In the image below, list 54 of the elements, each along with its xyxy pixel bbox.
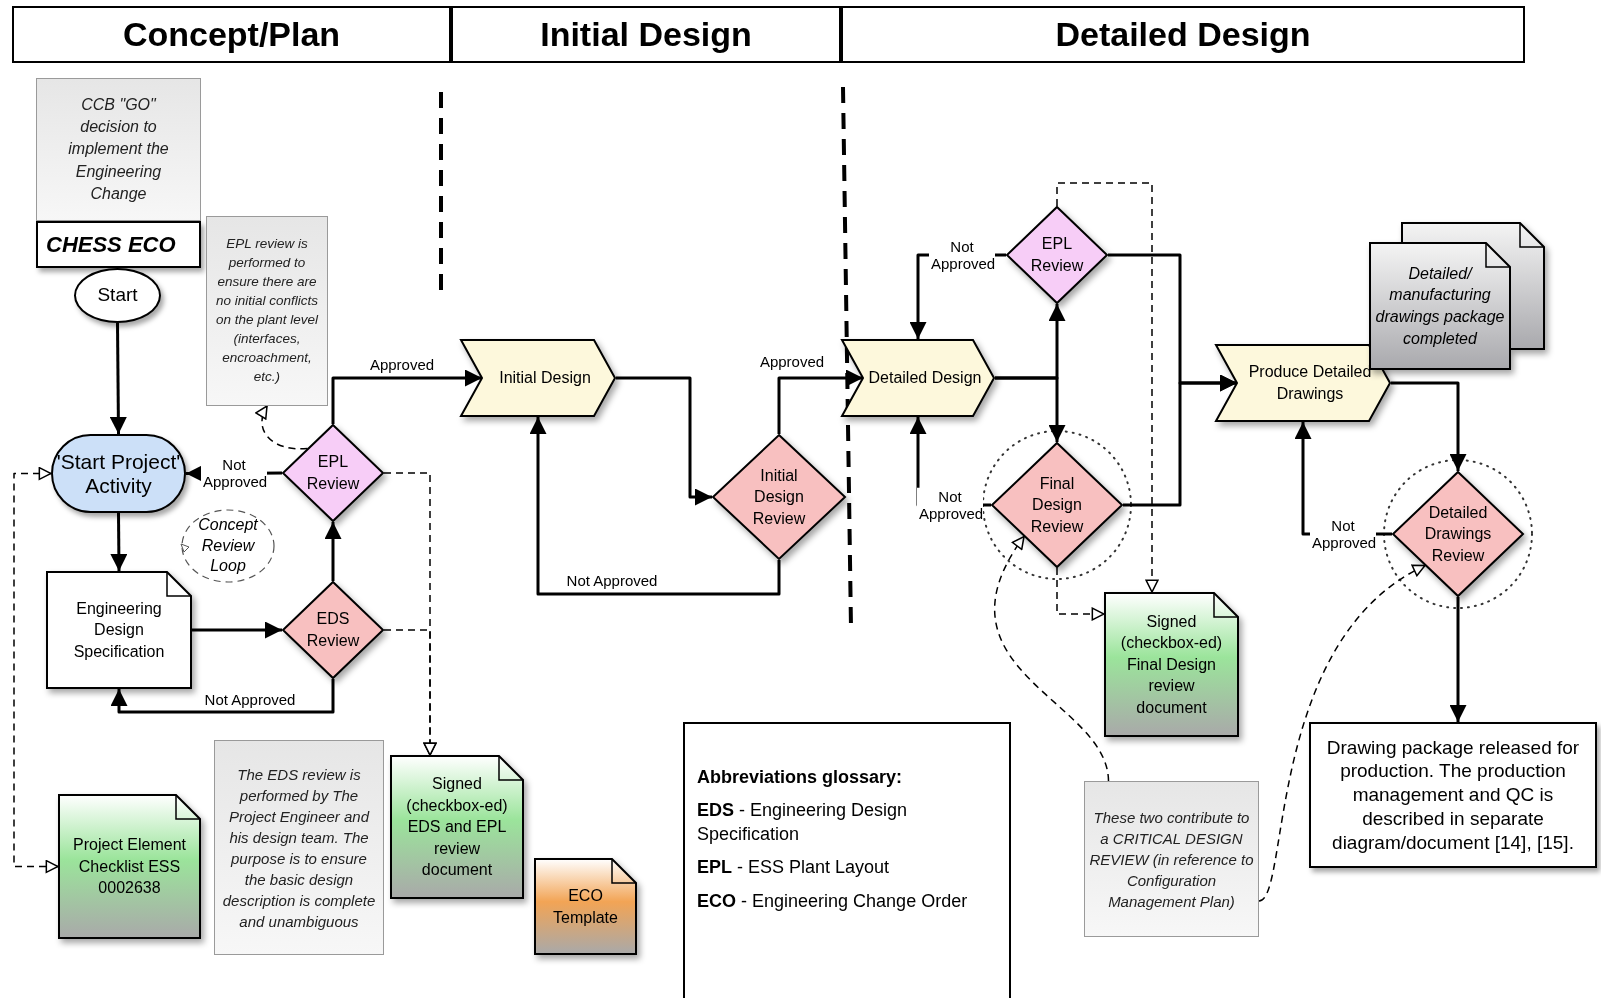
edge-label: Approved (757, 353, 827, 371)
glossary-entry: ECO - Engineering Change Order (697, 889, 968, 913)
arrow (529, 417, 781, 596)
activity-pill: 'Start Project' Activity (51, 434, 186, 513)
glossary-entry: EDS - Engineering Design Specification (697, 799, 909, 846)
dashed-arrow (1056, 567, 1105, 621)
process-chevron: Initial Design (460, 339, 616, 417)
note-box: These two contribute to a CRITICAL DESIGN REVIEW (in reference to Configuration Management Plan) (1084, 781, 1259, 937)
arrow (331, 369, 482, 424)
start-ellipse: Start (74, 268, 161, 323)
phase-header: Detailed Design (841, 6, 1525, 63)
arrow (192, 621, 282, 639)
decision-diamond: Initial Design Review (712, 434, 846, 560)
dashed-arrow (994, 535, 1110, 782)
process-chevron: Produce Detailed Drawings (1215, 344, 1391, 422)
document-shape: Signed (checkbox-ed) Final Design review document (1104, 592, 1239, 737)
arrow (616, 376, 712, 506)
phase-header: Concept/Plan (12, 6, 451, 63)
process-chevron: Detailed Design (841, 339, 995, 417)
arrow (1391, 381, 1467, 471)
edge-label: Not Approved (564, 572, 660, 590)
decision-diamond: Detailed Drawings Review (1392, 471, 1524, 597)
document-shape: Project Element Checklist ESS 0002638 (58, 794, 201, 939)
glossary-panel (683, 722, 1011, 998)
edge-label: Not Approved (202, 691, 298, 709)
arrow (110, 679, 335, 714)
dashed-arrow (255, 405, 309, 450)
decision-diamond: EDS Review (282, 581, 384, 679)
note-box: EPL review is performed to ensure there are no initial conflicts on the plant level (interfaces, encroachment, etc.) (206, 216, 328, 406)
glossary-heading: Abbreviations glossary: (697, 766, 903, 789)
phase-header: Initial Design (451, 6, 841, 63)
edge-label: Not Approved (917, 487, 983, 523)
arrow (995, 376, 1066, 442)
process-box: Drawing package released for production. The production management and QC is described in separate diagram/document [14], [15]. (1309, 722, 1597, 868)
note-box: The EDS review is performed by The Project Engineer and his design team. The purpose is to ensure the basic design description is complete and unambiguous (214, 740, 384, 955)
document-shape: Signed (checkbox-ed) EDS and EPL review document (390, 755, 524, 899)
title-box: CHESS ECO (36, 221, 201, 268)
decision-diamond: EPL Review (282, 424, 384, 522)
arrow (110, 513, 128, 571)
dashed-arrow (1056, 182, 1159, 593)
decision-diamond: Final Design Review (991, 442, 1123, 568)
dashed-arrow (1258, 564, 1426, 902)
note-box: CCB "GO" decision to implement the Engineering Change (36, 78, 201, 221)
loop-label: Concept Review Loop (180, 508, 276, 584)
decision-diamond: EPL Review (1006, 206, 1108, 304)
edge-label: Approved (367, 356, 437, 374)
document-shape: Engineering Design Specification (46, 571, 192, 689)
arrow (109, 323, 127, 434)
dashed-arrow (13, 466, 59, 874)
arrow (324, 522, 342, 581)
document-shape: ECO Template (534, 858, 637, 955)
glossary-entry: EPL - ESS Plant Layout (697, 856, 890, 880)
dashed-arrow (383, 629, 437, 756)
arrow (1449, 597, 1467, 722)
